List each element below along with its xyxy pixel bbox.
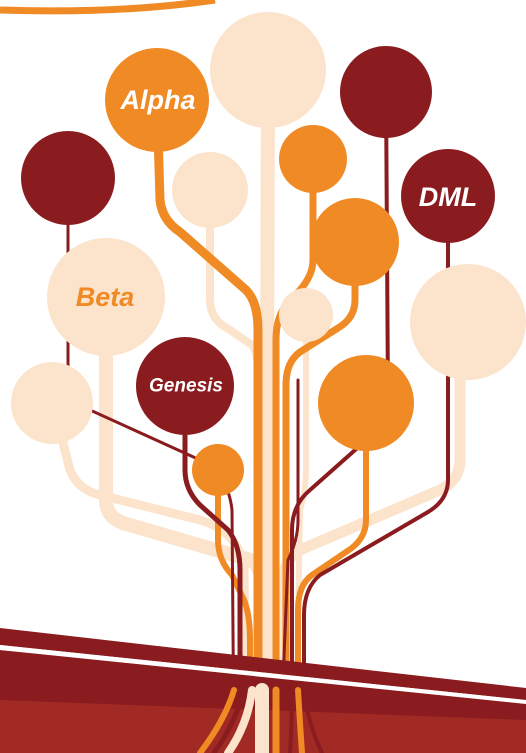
- node-genesis: [136, 337, 234, 435]
- trunk-over-ribbon: [197, 683, 324, 753]
- node-maroon-top-right: [340, 46, 432, 138]
- label-genesis: Genesis: [149, 376, 223, 397]
- node-mid-peach: [279, 288, 333, 342]
- branch-dml: [302, 198, 450, 753]
- node-right-peach: [410, 264, 526, 380]
- tree-nodes: [11, 12, 526, 496]
- node-maroon-left: [21, 131, 115, 225]
- node-orange-small: [192, 444, 244, 496]
- node-beta: [47, 238, 165, 356]
- branch-maroon-mid: [278, 378, 300, 753]
- branch-orange-low: [295, 397, 369, 753]
- branch-mid-peach: [293, 309, 309, 753]
- node-labels: Alpha Beta Genesis DML: [76, 85, 478, 397]
- top-accent-stroke: [0, 0, 216, 15]
- node-orange-right: [311, 198, 399, 286]
- branch-orange-right: [282, 236, 359, 753]
- node-left-peach: [11, 362, 93, 444]
- label-alpha: Alpha: [119, 85, 195, 115]
- node-orange-low: [318, 355, 414, 451]
- node-orange-mid: [279, 125, 347, 193]
- node-small-peach: [172, 152, 248, 228]
- branch-genesis: [182, 387, 243, 753]
- branch-alpha: [152, 95, 263, 753]
- node-dml: [401, 149, 495, 243]
- ribbon-top-stripe: [0, 628, 526, 700]
- node-top-peach: [210, 12, 326, 128]
- label-beta: Beta: [76, 282, 135, 312]
- label-dml: DML: [419, 182, 477, 212]
- node-alpha: [105, 48, 209, 152]
- ribbon-gap: [0, 645, 526, 704]
